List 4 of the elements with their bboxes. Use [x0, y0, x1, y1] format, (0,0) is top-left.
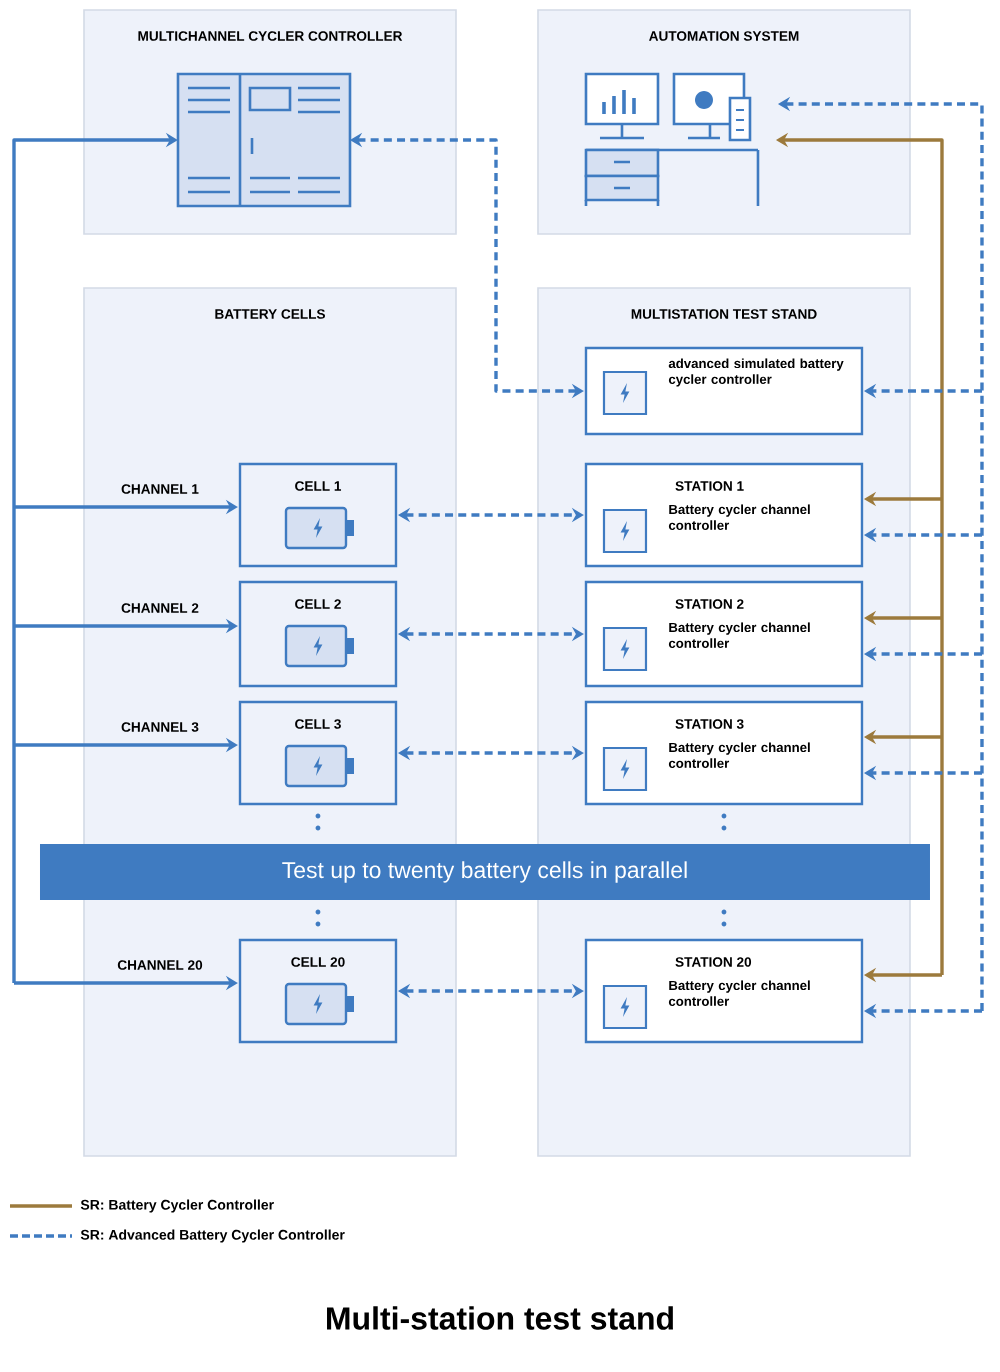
workstation-drawing	[584, 72, 760, 208]
banner: Test up to twenty battery cells in parallel	[40, 844, 930, 900]
caption: Multi-station test stand	[327, 1306, 673, 1330]
cabinet-drawing	[176, 72, 352, 208]
